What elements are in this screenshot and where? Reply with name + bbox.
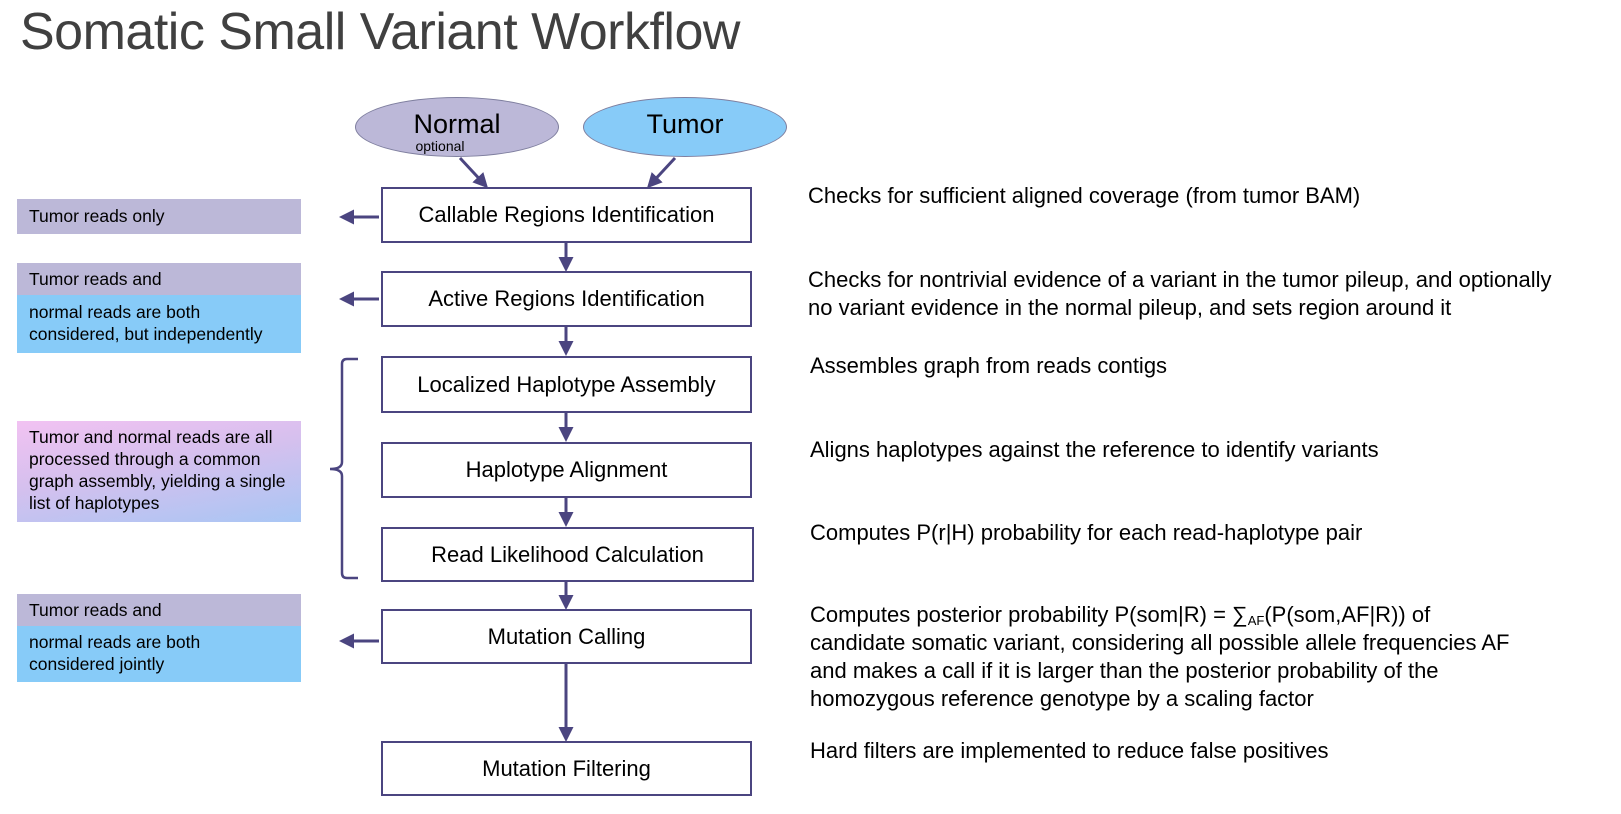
desc-filtering: Hard filters are implemented to reduce f… xyxy=(810,738,1329,763)
desc-callable: Checks for sufficient aligned coverage (… xyxy=(808,183,1361,208)
desc-calling-line4: homozygous reference genotype by a scali… xyxy=(810,686,1314,711)
step-haplotype-alignment: Haplotype Alignment xyxy=(381,442,752,498)
normal-to-callable-arrow xyxy=(458,156,489,189)
step-mutation-filtering: Mutation Filtering xyxy=(381,741,752,796)
desc-likelihood: Computes P(r|H) probability for each rea… xyxy=(810,520,1363,545)
tumor-input-ellipse: Tumor xyxy=(583,97,787,157)
tumor-label: Tumor xyxy=(646,109,724,139)
page-title: Somatic Small Variant Workflow xyxy=(20,3,740,61)
note-active-bottom: normal reads are both considered, but in… xyxy=(17,295,301,353)
step-active-regions: Active Regions Identification xyxy=(381,271,752,327)
step-read-likelihood: Read Likelihood Calculation xyxy=(381,527,754,582)
desc-calling-line1-subscript: AF xyxy=(1247,613,1265,628)
desc-assembly: Assembles graph from reads contigs xyxy=(810,353,1168,378)
normal-input-ellipse: Normal optional xyxy=(355,97,559,157)
desc-calling-line1-pre: Computes posterior probability P(som|R) … xyxy=(810,602,1248,627)
note-shared-assembly: Tumor and normal reads are all processed… xyxy=(17,421,301,522)
step-callable-regions: Callable Regions Identification xyxy=(381,187,752,243)
desc-calling-line3: and makes a call if it is larger than th… xyxy=(810,658,1439,683)
desc-active-line1: Checks for nontrivial evidence of a vari… xyxy=(808,267,1552,292)
tumor-to-callable-arrow xyxy=(646,156,677,189)
normal-label: Normal xyxy=(413,109,501,139)
step-mutation-calling: Mutation Calling xyxy=(381,609,752,664)
step-haplotype-assembly: Localized Haplotype Assembly xyxy=(381,356,752,413)
normal-optional-label: optional xyxy=(415,138,465,154)
note-calling-top: Tumor reads and xyxy=(17,594,301,626)
note-tumor-reads-only: Tumor reads only xyxy=(17,199,301,234)
desc-calling-line1: Computes posterior probability P(som|R) … xyxy=(810,601,1430,635)
note-calling-bottom: normal reads are both considered jointly xyxy=(17,626,301,682)
note-active-top: Tumor reads and xyxy=(17,263,301,295)
desc-alignment: Aligns haplotypes against the reference … xyxy=(810,437,1379,462)
desc-calling-line1-post: (P(som,AF|R)) of xyxy=(1264,602,1431,627)
desc-active-line2: no variant evidence in the normal pileup… xyxy=(808,295,1452,320)
desc-calling-line2: candidate somatic variant, considering a… xyxy=(810,630,1510,655)
assembly-bracket xyxy=(329,357,358,580)
